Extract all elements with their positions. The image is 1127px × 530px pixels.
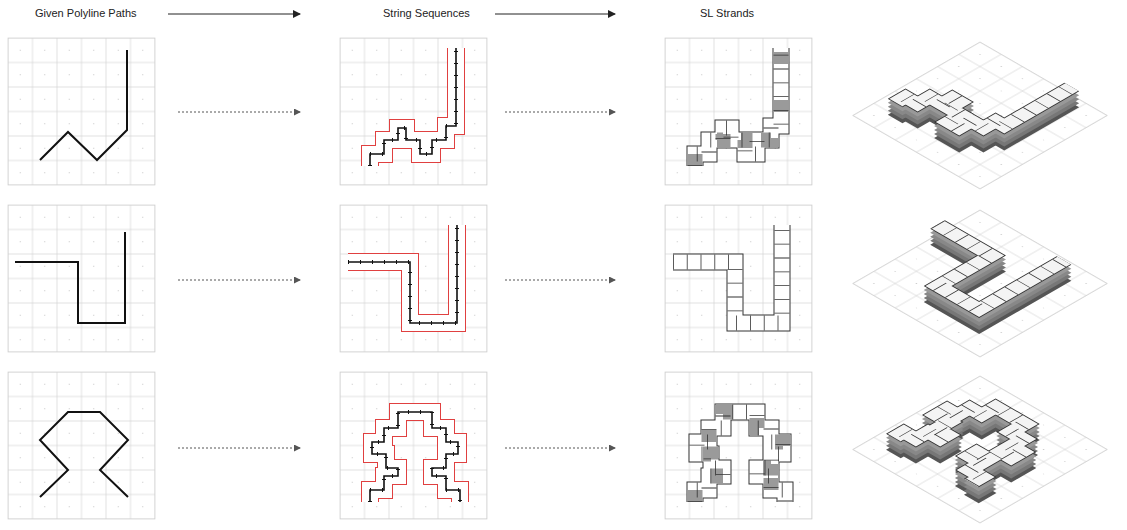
column-heading: SL Strands <box>700 7 754 19</box>
column-heading: String Sequences <box>383 7 470 19</box>
column-heading: Given Polyline Paths <box>35 7 137 19</box>
